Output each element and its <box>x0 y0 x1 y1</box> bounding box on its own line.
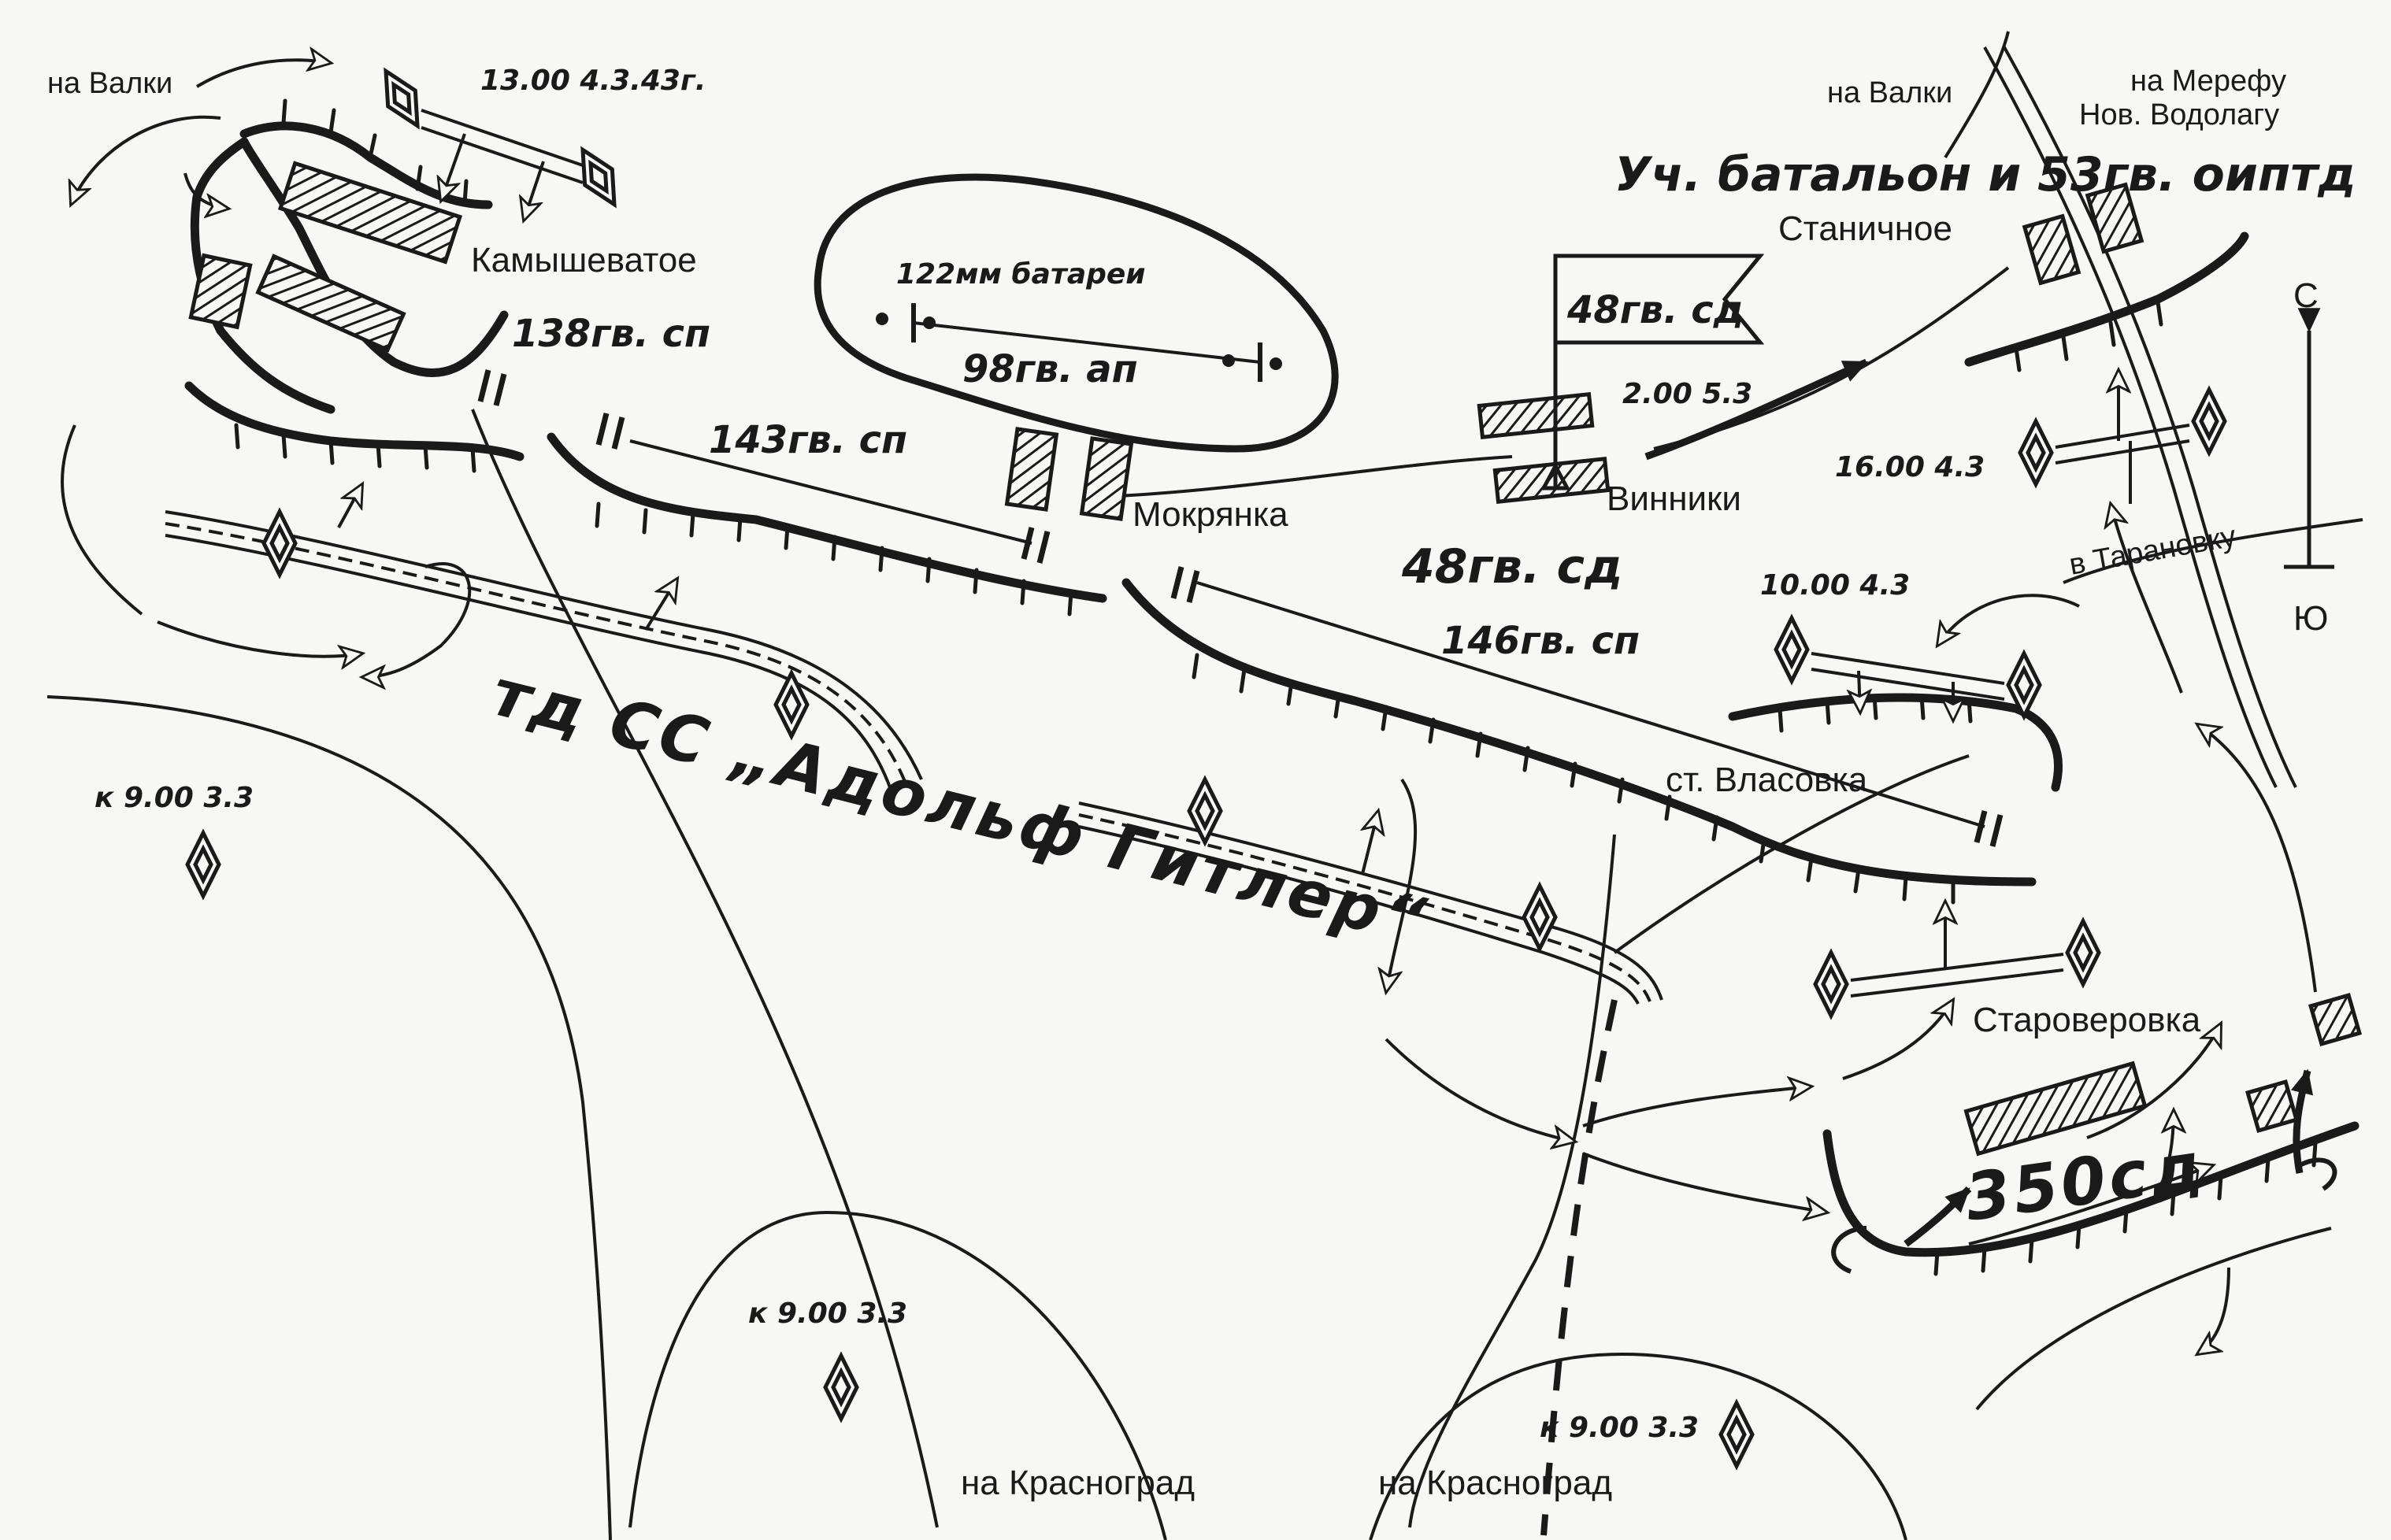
line-stanichnoe <box>1964 231 2249 367</box>
artillery-label-top: 122мм батареи <box>896 258 1146 291</box>
tank-connectors <box>421 109 2190 998</box>
division-flag <box>1540 254 1765 491</box>
road-mokryanka-vinniki <box>1118 455 1513 498</box>
place-mokryanka: Мокрянка <box>1132 495 1288 534</box>
tank-icon <box>580 146 617 209</box>
enemy-arrows <box>61 60 2317 1354</box>
road-left-arc <box>46 695 612 1540</box>
tank-icon <box>1718 1398 1755 1471</box>
direction-merefa: на Мерефу <box>2130 65 2286 98</box>
time-1300: 13.00 4.3.43г. <box>480 65 706 97</box>
place-vinniki: Винники <box>1607 479 1741 518</box>
tank-icon <box>1813 948 1849 1020</box>
tank-icon <box>2018 416 2054 489</box>
road-krasnograd-2 <box>1408 834 1616 1528</box>
tank-icon <box>2065 916 2101 989</box>
time-1000: 10.00 4.3 <box>1760 569 1910 602</box>
soviet-arrows <box>1644 358 2337 1274</box>
tank-icon <box>1187 775 1223 847</box>
road-lower-loop <box>628 1210 1167 1540</box>
direction-valki-east: на Валки <box>1827 76 1952 109</box>
tank-icon <box>185 828 221 901</box>
place-staroverovka: Староверовка <box>1973 1001 2201 1039</box>
time-k900-right: к 9.00 3.3 <box>1540 1412 1699 1444</box>
tank-icon <box>773 668 810 741</box>
time-k900-left: к 9.00 3.3 <box>95 782 254 814</box>
line-vlasovka <box>1728 693 2063 792</box>
direction-krasnograd-2: на Красноград <box>1378 1464 1612 1502</box>
tank-icon <box>2191 385 2227 457</box>
unit-boundaries <box>477 369 2004 847</box>
time-1600: 16.00 4.3 <box>1835 451 1985 483</box>
tank-icon <box>1522 881 1558 953</box>
direction-taranovka: в Тарановку <box>2067 520 2238 582</box>
tank-icon <box>384 67 420 130</box>
unit-138-gv-sp: 138гв. сп <box>512 312 710 356</box>
tank-symbols <box>185 67 2227 1471</box>
road-east-valki <box>1944 31 2010 159</box>
railway <box>1540 46 2297 1536</box>
artillery-label-bottom: 98гв. ап <box>962 347 1138 391</box>
tank-icon <box>2006 649 2042 721</box>
tank-icon <box>261 507 298 579</box>
place-kamyshevatoe: Камышеватое <box>471 241 697 279</box>
artillery-oval <box>814 173 1339 453</box>
road-staroverovka-spur <box>1613 754 1970 954</box>
compass-north: С <box>2293 276 2319 315</box>
line-350 <box>1822 1121 2359 1257</box>
time-k900-center: к 9.00 3.3 <box>748 1298 907 1330</box>
road-lower-right-loop <box>1369 1352 1907 1540</box>
tank-icon <box>1774 613 1810 686</box>
compass <box>2284 308 2334 569</box>
unit-143-gv-sp: 143гв. сп <box>709 418 907 462</box>
settlements <box>188 161 2363 1157</box>
enemy-division-label: тд СС „Адольф Гитлер“ <box>484 655 1435 960</box>
enemy-lines <box>165 510 1663 1005</box>
direction-krasnograd-1: на Красноград <box>961 1464 1195 1502</box>
place-stanichnoe: Станичное <box>1778 209 1952 248</box>
line-146 <box>1121 578 2037 887</box>
road-taranovka <box>2063 518 2363 584</box>
flag-label-48-gv-sd: 48гв. сд <box>1566 288 1744 332</box>
compass-south: Ю <box>2293 599 2328 638</box>
road-east-right <box>1975 1227 2332 1411</box>
time-0200: 2.00 5.3 <box>1622 378 1752 410</box>
direction-valki-west: на Валки <box>47 67 172 100</box>
unit-48-gv-sd: 48гв. сд <box>1401 539 1623 594</box>
place-vlasovka: ст. Власовка <box>1666 761 1868 799</box>
tank-icon <box>823 1351 859 1423</box>
direction-nov-vodolagu: Нов. Водолагу <box>2079 98 2279 131</box>
unit-146-gv-sp: 146гв. сп <box>1441 619 1640 663</box>
line-143 <box>547 432 1107 603</box>
road-krasnograd-1 <box>471 409 939 1528</box>
unit-training-battalion: Уч. батальон и 53гв. оиптд <box>1614 147 2356 202</box>
